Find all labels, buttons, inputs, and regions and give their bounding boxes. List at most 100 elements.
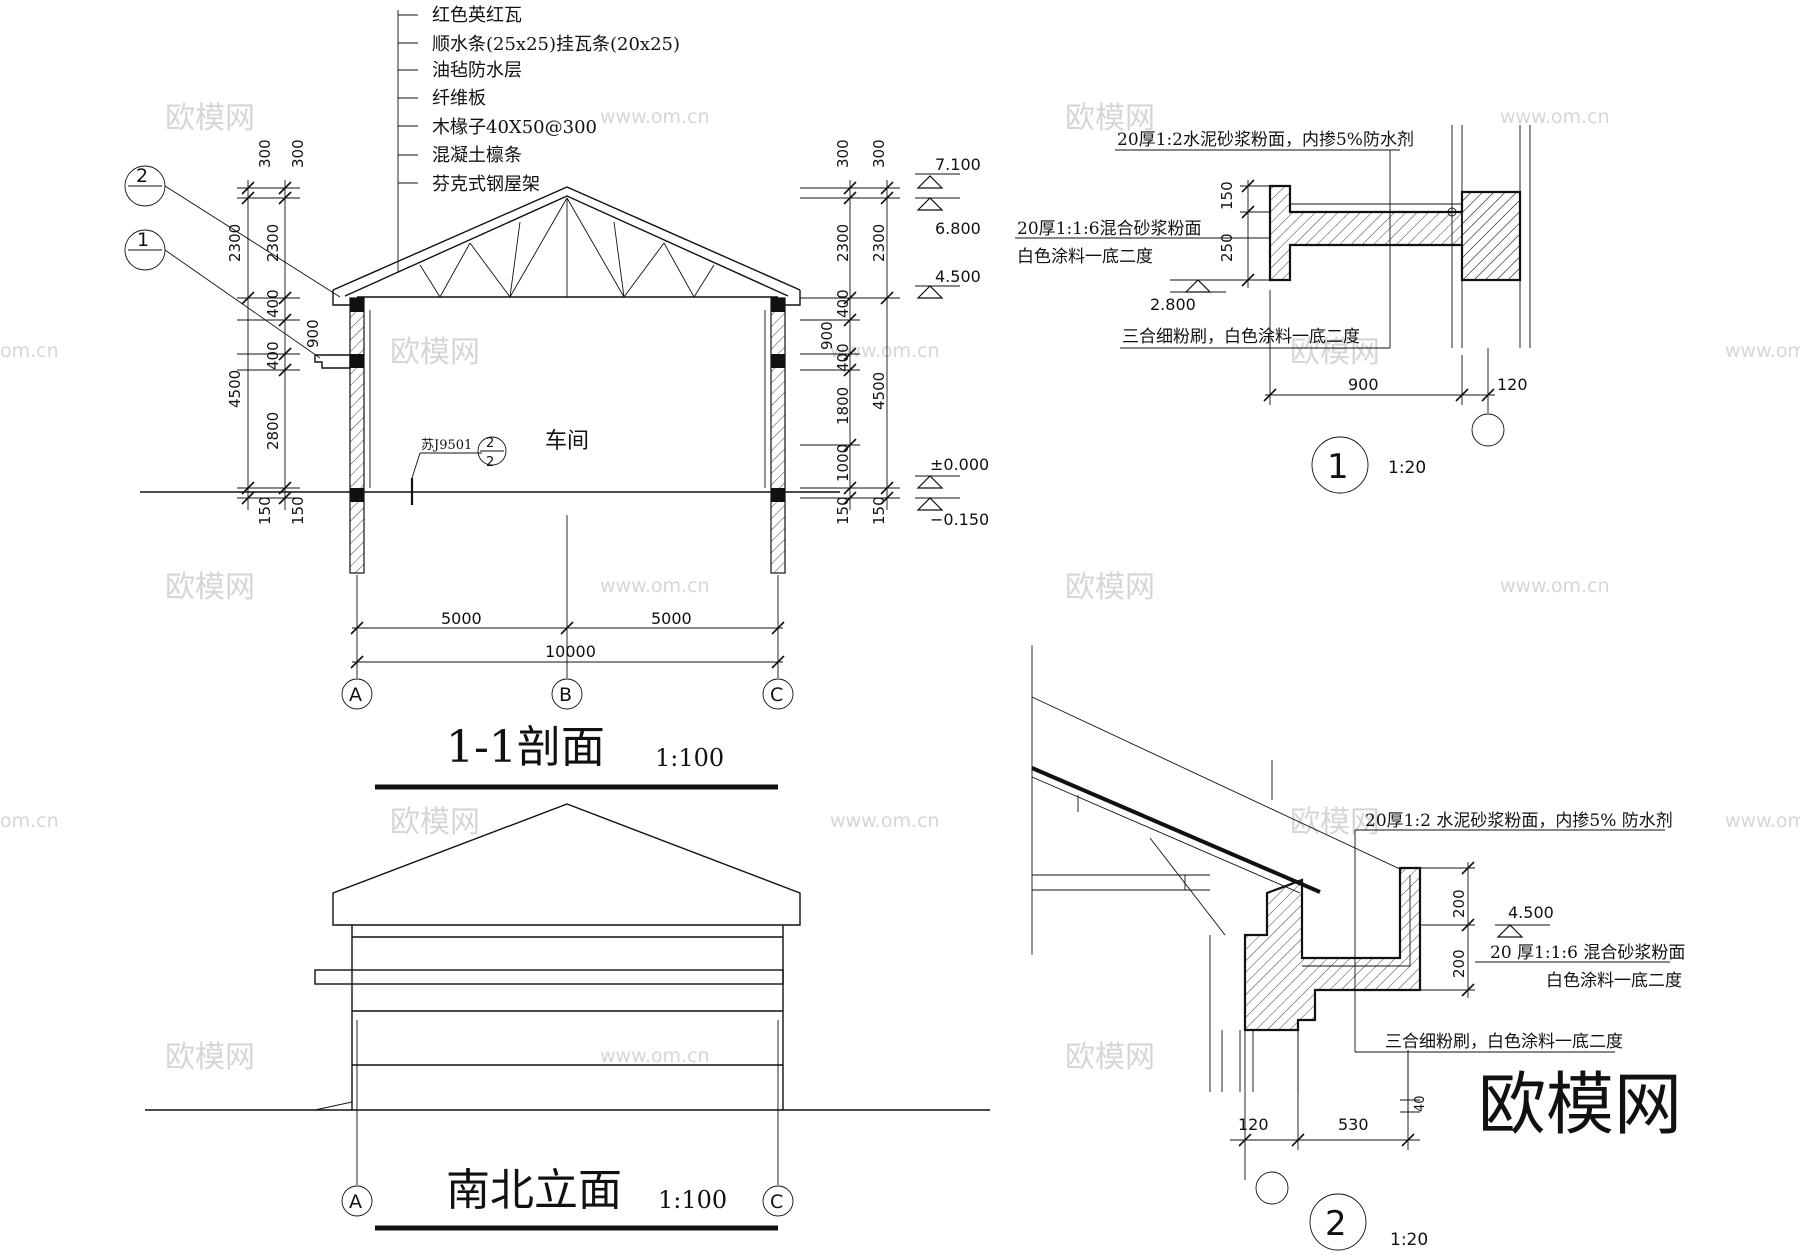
svg-text:红色英红瓦: 红色英红瓦 (432, 5, 522, 26)
axis-label-c: C (770, 1191, 783, 1213)
dims-bottom: 5000 5000 10000 (350, 609, 785, 669)
watermark-text: 欧模网 (1290, 335, 1380, 370)
svg-text:油毡防水层: 油毡防水层 (432, 60, 522, 81)
svg-text:2300: 2300 (226, 224, 244, 262)
detail-1-profile (1268, 184, 1522, 282)
svg-text:4.500: 4.500 (1508, 903, 1554, 922)
svg-text:40: 40 (1413, 1095, 1428, 1112)
watermark-text: 欧模网 (165, 101, 255, 136)
axis-label-a: A (349, 684, 362, 706)
beam-left-mid (350, 354, 364, 368)
door-callout (477, 436, 507, 466)
svg-text:混凝土檩条: 混凝土檩条 (432, 145, 522, 166)
beam-left-base (350, 488, 364, 502)
room-label: 车间 (545, 429, 589, 454)
svg-text:300: 300 (834, 139, 852, 168)
beam-right-mid (771, 354, 785, 368)
dims-right: 300 300 2300 2300 400 900 400 1800 4500 … (800, 139, 900, 525)
watermark-url: www.om.cn (600, 575, 710, 597)
detail-2-note-mid: 20 厚1:1:6 混合砂浆粉面 (1490, 943, 1685, 963)
svg-text:900: 900 (304, 319, 322, 348)
axis-bubble-a (341, 1185, 373, 1217)
door-callout-num: 2 (486, 455, 494, 470)
svg-text:2800: 2800 (264, 412, 282, 450)
detail-2-profile (1243, 866, 1422, 1032)
elevation-step (314, 1101, 353, 1111)
section-scale: 1:100 (655, 744, 724, 772)
svg-text:150: 150 (256, 496, 274, 525)
axis-label-b: B (559, 684, 572, 706)
svg-text:300: 300 (289, 139, 307, 168)
svg-text:300: 300 (256, 139, 274, 168)
watermark-layer: 欧模网 www.om.cn 欧模网 www.om.cn om.cn 欧模网 ww… (0, 101, 1800, 1075)
svg-text:6.800: 6.800 (935, 219, 981, 238)
wall-left (349, 297, 365, 574)
watermark-text: 欧模网 (1290, 805, 1380, 840)
svg-text:5000: 5000 (441, 609, 482, 628)
detail-1: 150 250 900 120 2.800 20厚1:2水泥砂浆粉面，内掺5%防… (1015, 125, 1531, 494)
svg-text:400: 400 (834, 343, 852, 372)
svg-text:4500: 4500 (226, 370, 244, 408)
axis-bubble-c (762, 678, 794, 710)
detail-2-axis-bubble (1255, 1171, 1289, 1205)
svg-text:250: 250 (1218, 233, 1236, 262)
detail-1-scale: 1:20 (1388, 458, 1426, 478)
roof-notes: 红色英红瓦 顺水条(25x25)挂瓦条(20x25) 油毡防水层 纤维板 木椽子… (398, 5, 680, 195)
svg-text:400: 400 (834, 289, 852, 318)
watermark-text: 欧模网 (165, 570, 255, 605)
svg-text:150: 150 (834, 496, 852, 525)
axis-bubble-b (551, 678, 583, 710)
detail-1-note-bot: 三合细粉刷，白色涂料一底二度 (1122, 327, 1360, 347)
watermark-text: 欧模网 (1065, 1040, 1155, 1075)
svg-text:150: 150 (1218, 181, 1236, 210)
dims-left: 300 300 2300 2300 400 900 400 4500 2800 … (226, 139, 322, 525)
watermark-text: 欧模网 (390, 335, 480, 370)
axis-label-a: A (349, 1191, 362, 1213)
watermark-text: 欧模网 (1065, 570, 1155, 605)
section-1-1: 苏J9501 2 2 车间 红色英红瓦 顺水条(25x25)挂瓦条(20x25)… (124, 5, 989, 790)
watermark-text: 欧模网 (390, 805, 480, 840)
svg-text:400: 400 (264, 341, 282, 370)
callout-2-num: 2 (136, 165, 148, 187)
elevation-title: 南北立面 (446, 1165, 622, 1216)
watermark-text: 欧模网 (1065, 101, 1155, 136)
svg-text:±0.000: ±0.000 (930, 455, 989, 474)
watermark-url: www.om.cn (1725, 810, 1800, 832)
watermark-url: www.om.cn (600, 1045, 710, 1067)
beam-right-base (771, 488, 785, 502)
svg-text:2.800: 2.800 (1150, 295, 1196, 314)
detail-2-label: 2 (1325, 1204, 1347, 1244)
svg-text:1000: 1000 (834, 444, 852, 482)
fink-truss (357, 197, 778, 298)
watermark-text: 欧模网 (165, 1040, 255, 1075)
svg-text:120: 120 (1238, 1115, 1269, 1134)
svg-text:−0.150: −0.150 (930, 510, 989, 529)
svg-text:1800: 1800 (834, 387, 852, 425)
section-title: 1-1剖面 (446, 722, 605, 773)
watermark-url: www.om.cn (1725, 340, 1800, 362)
svg-text:5000: 5000 (651, 609, 692, 628)
canopy-left (314, 354, 351, 369)
detail-2: 200 200 4.500 120 530 40 20厚1:2 水泥砂浆粉面，内… (1031, 645, 1685, 1251)
svg-text:120: 120 (1497, 375, 1528, 394)
detail-1-callout (1311, 436, 1369, 494)
detail-1-note-mid: 白色涂料一底二度 (1017, 247, 1153, 267)
svg-text:200: 200 (1450, 949, 1468, 978)
watermark-url: www.om.cn (830, 810, 940, 832)
svg-text:10000: 10000 (545, 642, 596, 661)
detail-2-callout (1309, 1193, 1367, 1251)
callout-1-num: 1 (137, 229, 149, 251)
beam-left-top (350, 298, 364, 312)
door-leader (411, 452, 421, 479)
watermark-url: www.om.cn (830, 340, 940, 362)
axis-bubble-c (762, 1185, 794, 1217)
svg-text:木椽子40X50@300: 木椽子40X50@300 (432, 117, 597, 138)
callout-2-leader (164, 185, 341, 298)
door-callout-num: 2 (486, 436, 494, 451)
watermark-url: om.cn (0, 340, 59, 362)
elevation-canopy (314, 969, 784, 985)
watermark-logo: 欧模网 (1478, 1066, 1682, 1145)
detail-2-scale: 1:20 (1390, 1230, 1428, 1250)
detail-2-note-bot: 三合细粉刷，白色涂料一底二度 (1385, 1032, 1623, 1052)
svg-text:4500: 4500 (870, 372, 888, 410)
